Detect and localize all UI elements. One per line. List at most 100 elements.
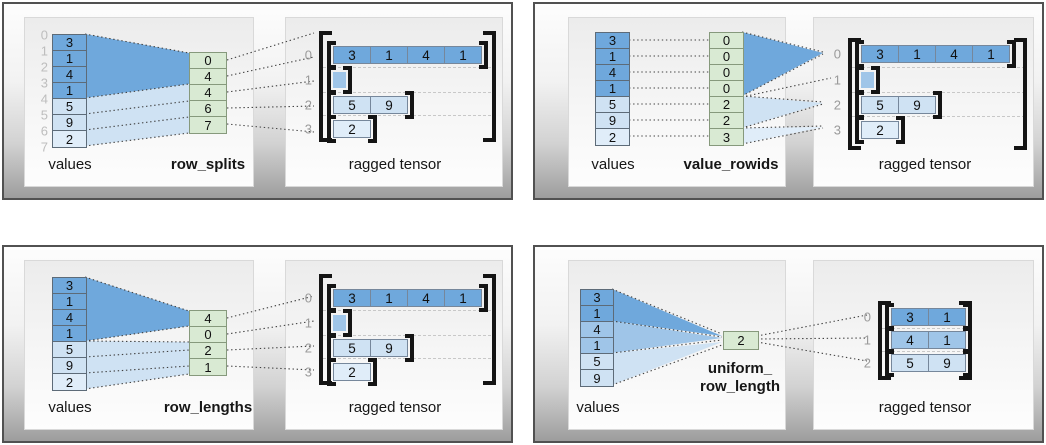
value-cell: 1 (53, 51, 86, 67)
tensor-outer-bracket-left (319, 274, 332, 385)
tensor-row-index-label: 0 (833, 46, 841, 62)
tensor-row-index-label: 2 (833, 97, 841, 113)
tensor-row-bracket-right (368, 358, 377, 386)
tensor-row-bracket-right (343, 66, 352, 94)
tensor-row-bracket-left (855, 66, 864, 94)
tensor-row-bracket-right (963, 349, 972, 377)
tensor-cell: 1 (370, 289, 408, 307)
tensor-cell: 3 (333, 289, 371, 307)
value-cell: 1 (53, 83, 86, 99)
row-partition-cell: 0 (710, 33, 743, 49)
value-cell: 4 (53, 67, 86, 83)
method-label: value_rowids (683, 156, 779, 173)
tensor-row: 2 (327, 115, 377, 143)
tensor-row-bracket-right (343, 309, 352, 337)
tensor-cell: 1 (898, 45, 936, 63)
method-label-line2: row_length (699, 378, 781, 395)
value-index-label: 0 (40, 27, 48, 43)
row-partition-cell: 2 (710, 113, 743, 129)
tensor-row-bracket-left (327, 66, 336, 94)
value-cell: 5 (53, 99, 86, 115)
value-cell: 9 (581, 370, 613, 386)
row-partition-column: 2 (723, 331, 759, 350)
tensor-cell: 2 (333, 363, 371, 381)
value-cell: 9 (596, 113, 629, 129)
tensor-cell: 1 (370, 46, 408, 64)
tensor-cell: 4 (891, 331, 929, 349)
tensor-outer-bracket-right (483, 31, 496, 142)
tensor-cell: 9 (898, 96, 936, 114)
tensor-row-bracket-right (405, 91, 414, 119)
tensor-row-bracket-right (479, 284, 488, 312)
tensor-cell: 5 (891, 354, 929, 372)
value-cell: 5 (53, 342, 86, 358)
tensor-row-bracket-left (327, 284, 336, 312)
row-partition-cell: 4 (190, 311, 226, 327)
tensor-cell: 5 (333, 96, 371, 114)
values-label: values (48, 399, 92, 416)
tensor-outer-bracket-right (1014, 38, 1027, 150)
tensor-row-index-label: 0 (863, 309, 871, 325)
row-partition-cell: 7 (190, 117, 226, 133)
value-index-label: 3 (40, 75, 48, 91)
tensor-row-bracket-left (885, 349, 894, 377)
value-index-label: 4 (40, 91, 48, 107)
tensor-row-index-label: 2 (304, 340, 312, 356)
value-cell: 3 (581, 290, 613, 306)
value-cell: 4 (53, 310, 86, 326)
tensor-row-bracket-right (871, 66, 880, 94)
tensor-row (327, 309, 352, 337)
tensor-cell: 3 (333, 46, 371, 64)
tensor-cell: 3 (891, 308, 929, 326)
tensor-cell: 5 (333, 339, 371, 357)
value-index-label: 1 (40, 43, 48, 59)
tensor-row-bracket-left (855, 40, 864, 68)
row-partition-cell: 0 (710, 81, 743, 97)
tensor-label: ragged tensor (878, 156, 972, 173)
tensor-row-bracket-right (933, 91, 942, 119)
tensor-cell: 2 (861, 121, 899, 139)
tensor-row-index-label: 1 (863, 332, 871, 348)
tensor-row-index-label: 0 (304, 47, 312, 63)
row-partition-cell: 0 (190, 327, 226, 343)
tensor-row-index-label: 1 (833, 72, 841, 88)
tensor-label: ragged tensor (348, 399, 442, 416)
value-cell: 9 (53, 358, 86, 374)
value-index-label: 5 (40, 107, 48, 123)
tensor-row-bracket-left (327, 309, 336, 337)
tensor-row (855, 66, 880, 94)
tensor-cell: 1 (444, 289, 482, 307)
tensor-row-index-label: 3 (833, 122, 841, 138)
tensor-empty-cell (333, 72, 346, 88)
tensor-row-index-label: 1 (304, 315, 312, 331)
tensor-cell: 4 (407, 289, 445, 307)
tensor-outer-bracket-right (483, 274, 496, 385)
tensor-row-bracket-right (896, 116, 905, 144)
method-label: row_splits (170, 156, 246, 173)
values-label: values (48, 156, 92, 173)
tensor-row-bracket-right (1007, 40, 1016, 68)
tensor-row-separator (882, 351, 970, 352)
tensor-cell: 1 (928, 331, 966, 349)
tensor-row-separator (323, 310, 496, 311)
tensor-row-index-label: 3 (304, 364, 312, 380)
value-cell: 2 (596, 129, 629, 145)
value-index-label: 2 (40, 59, 48, 75)
value-cell: 5 (581, 354, 613, 370)
tensor-row-index-label: 2 (863, 355, 871, 371)
tensor-row-separator (882, 328, 970, 329)
